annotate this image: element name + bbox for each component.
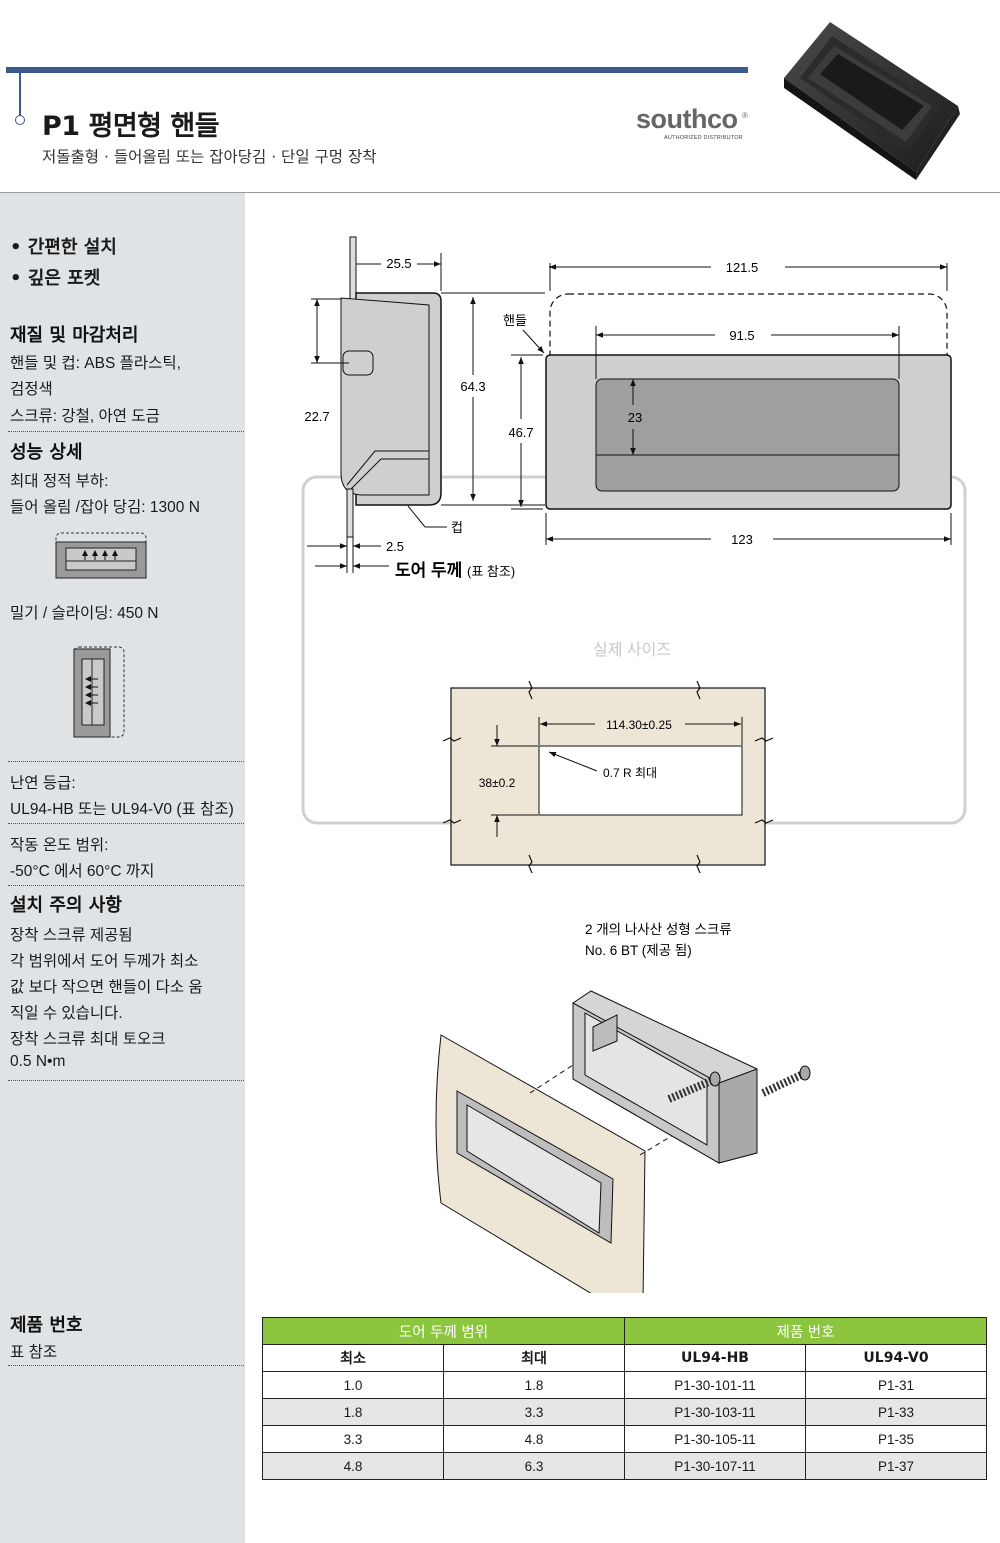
- cup-label: 컵: [451, 520, 463, 535]
- performance-heading: 성능 상세: [10, 442, 83, 463]
- cell-v0: P1-35: [805, 1425, 987, 1453]
- lift-pull-icon: [55, 532, 147, 579]
- screw-icon-2: [761, 1065, 811, 1097]
- screw-note-line2: No. 6 BT (제공 됨): [585, 943, 692, 958]
- material-line: 스크류: 강철, 아연 도금: [10, 408, 160, 425]
- handle-label: 핸들: [503, 313, 527, 328]
- dim-25-5: 25.5: [386, 256, 411, 271]
- install-line: 각 범위에서 도어 두께가 최소: [10, 953, 199, 970]
- cutout-hole: [538, 745, 743, 816]
- cell-min: 1.8: [262, 1398, 444, 1426]
- install-heading: 설치 주의 사항: [10, 895, 122, 916]
- table-row: 4.8 6.3 P1-30-107-11 P1-37: [262, 1452, 987, 1480]
- page-title: P1 평면형 핸들: [42, 111, 220, 142]
- header-divider: [0, 192, 1000, 193]
- divider: [8, 823, 244, 824]
- screw-note-line1: 2 개의 나사산 성형 스크류: [585, 922, 732, 937]
- dim-23: 23: [628, 410, 642, 425]
- product-photo: [784, 22, 960, 180]
- cell-max: 4.8: [443, 1425, 625, 1453]
- cell-hb: P1-30-105-11: [624, 1425, 806, 1453]
- material-line: 검정색: [10, 381, 53, 398]
- cell-min: 4.8: [262, 1452, 444, 1480]
- isometric-panel: [435, 1034, 646, 1293]
- material-line: 핸들 및 컵: ABS 플라스틱,: [10, 355, 181, 372]
- southco-logo: southco: [636, 104, 738, 134]
- col-ul94-hb: UL94-HB: [624, 1344, 806, 1372]
- screw-icon-1: [667, 1071, 721, 1103]
- performance-line: 들어 올림 /잡아 당김: 1300 N: [10, 499, 200, 516]
- cell-v0: P1-33: [805, 1398, 987, 1426]
- cell-v0: P1-37: [805, 1452, 987, 1480]
- cutout-radius: 0.7 R 최대: [603, 766, 657, 780]
- flame-line: UL94-HB 또는 UL94-V0 (표 참조): [10, 801, 234, 818]
- side-view: [340, 236, 442, 538]
- bullet-deep-pocket: • 깊은 포켓: [10, 268, 101, 289]
- header-accent-dot: [15, 115, 25, 125]
- install-line: 0.5 N•m: [10, 1053, 66, 1070]
- divider: [8, 431, 244, 432]
- table-group-part-number: 제품 번호: [624, 1317, 987, 1345]
- divider: [8, 761, 244, 762]
- temp-line: -50°C 에서 60°C 까지: [10, 863, 155, 880]
- temp-line: 작동 온도 범위:: [10, 837, 109, 854]
- dim-22-7: 22.7: [304, 409, 329, 424]
- col-min: 최소: [262, 1344, 444, 1372]
- cell-min: 3.3: [262, 1425, 444, 1453]
- performance-line: 최대 정적 부하:: [10, 473, 109, 490]
- sidebar: • 간편한 설치 • 깊은 포켓 재질 및 마감처리 핸들 및 컵: ABS 플…: [0, 193, 245, 1543]
- divider: [8, 1365, 244, 1366]
- table-group-door-thickness: 도어 두께 범위: [262, 1317, 625, 1345]
- dim-2-5: 2.5: [386, 539, 404, 554]
- bullet-easy-install: • 간편한 설치: [10, 237, 117, 258]
- cell-hb: P1-30-103-11: [624, 1398, 806, 1426]
- logo-subtitle: AUTHORIZED DISTRIBUTOR: [664, 135, 743, 141]
- flame-line: 난연 등급:: [10, 775, 76, 792]
- install-line: 값 보다 작으면 핸들이 다소 움: [10, 979, 203, 996]
- table-row: 1.8 3.3 P1-30-103-11 P1-33: [262, 1398, 987, 1426]
- logo-trademark: ®: [742, 111, 748, 120]
- table-row: 1.0 1.8 P1-30-101-11 P1-31: [262, 1371, 987, 1399]
- dim-64-3: 64.3: [460, 379, 485, 394]
- header-accent-line: [19, 73, 21, 119]
- door-thickness-note: (표 참조): [467, 564, 515, 579]
- technical-drawing: 25.5 64.3 22.7 2.5 도어 두께 (표 참조) 컵 121.5 …: [301, 236, 967, 1293]
- cutout-height: 38±0.2: [479, 776, 516, 790]
- install-line: 직일 수 있습니다.: [10, 1005, 123, 1022]
- material-heading: 재질 및 마감처리: [10, 325, 139, 346]
- install-line: 장착 스크류 제공됨: [10, 927, 133, 944]
- dim-121-5: 121.5: [726, 260, 759, 275]
- cell-min: 1.0: [262, 1371, 444, 1399]
- part-number-note: 표 참조: [10, 1344, 58, 1361]
- page-subtitle: 저돌출형 · 들어올림 또는 잡아당김 · 단일 구멍 장착: [42, 148, 377, 166]
- col-ul94-v0: UL94-V0: [805, 1344, 987, 1372]
- dim-91-5: 91.5: [729, 328, 754, 343]
- cell-max: 3.3: [443, 1398, 625, 1426]
- install-line: 장착 스크류 최대 토오크: [10, 1031, 166, 1048]
- part-number-heading: 제품 번호: [10, 1315, 83, 1336]
- divider: [8, 885, 244, 886]
- dim-123: 123: [731, 532, 753, 547]
- part-number-table: 도어 두께 범위 제품 번호 최소 최대 UL94-HB UL94-V0 1.0…: [262, 1317, 987, 1480]
- actual-size-label: 실제 사이즈: [593, 641, 671, 659]
- isometric-handle: [572, 990, 758, 1164]
- door-thickness-label: 도어 두께: [395, 561, 462, 580]
- cell-max: 1.8: [443, 1371, 625, 1399]
- push-slide-load: 밀기 / 슬라이딩: 450 N: [10, 605, 159, 622]
- cell-max: 6.3: [443, 1452, 625, 1480]
- cutout-width: 114.30±0.25: [606, 718, 672, 732]
- header-bar: [6, 67, 748, 73]
- divider: [8, 1080, 244, 1081]
- cell-hb: P1-30-107-11: [624, 1452, 806, 1480]
- push-slide-icon: [73, 646, 125, 738]
- cell-hb: P1-30-101-11: [624, 1371, 806, 1399]
- col-max: 최대: [443, 1344, 625, 1372]
- table-row: 3.3 4.8 P1-30-105-11 P1-35: [262, 1425, 987, 1453]
- dim-46-7: 46.7: [508, 425, 533, 440]
- cell-v0: P1-31: [805, 1371, 987, 1399]
